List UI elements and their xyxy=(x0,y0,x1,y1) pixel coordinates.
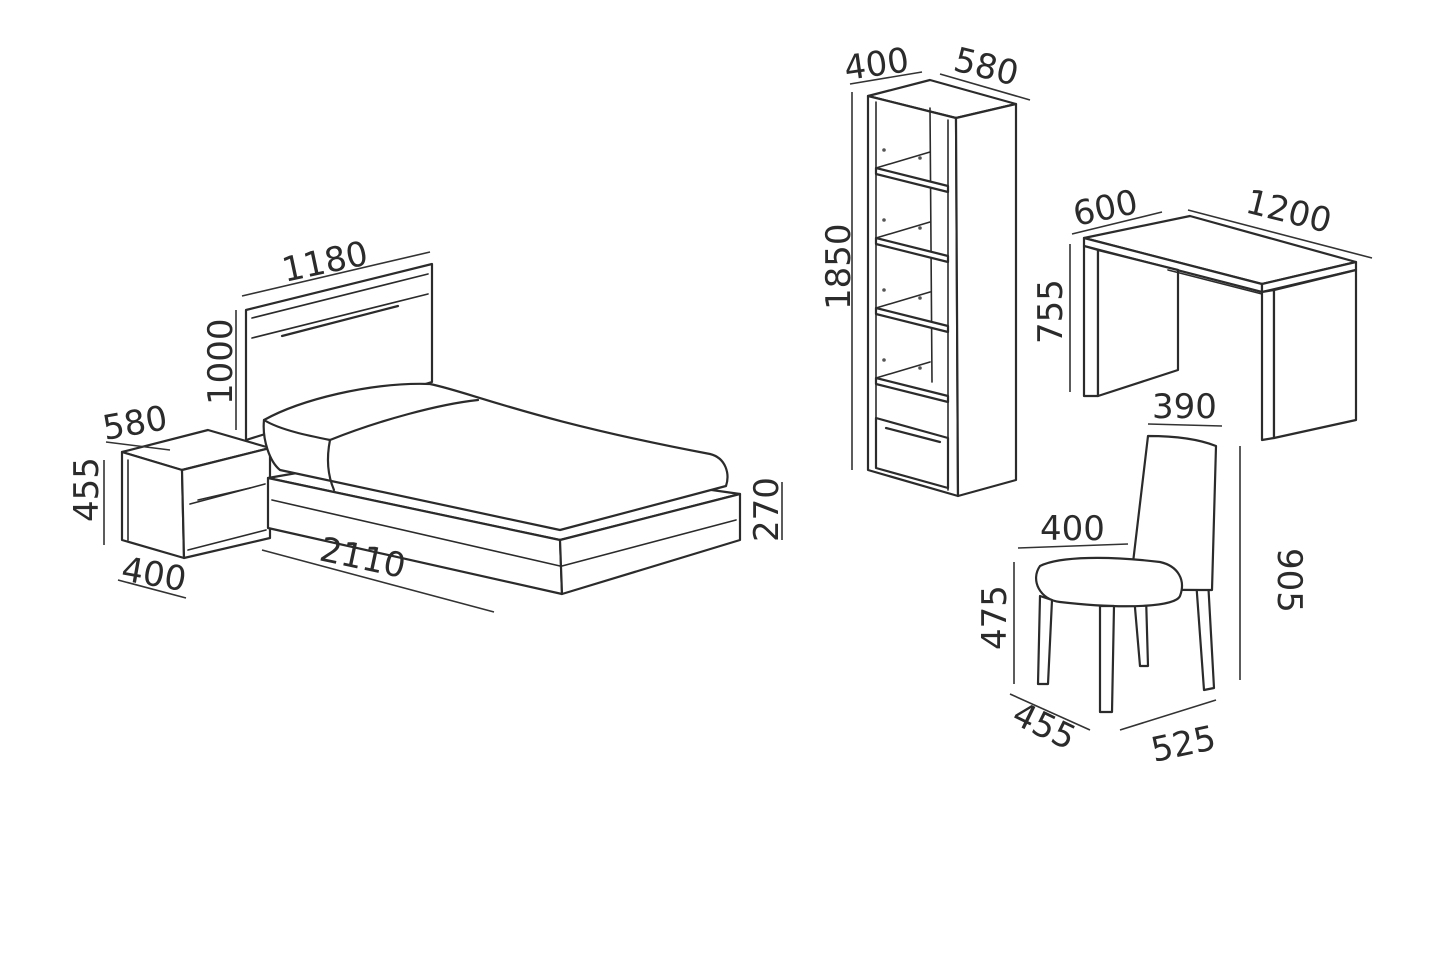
bed-blanket-edge xyxy=(328,398,480,442)
nightstand-depth-line xyxy=(117,579,187,599)
chair-total-height-label: 905 xyxy=(1269,548,1309,613)
bookcase-drawer xyxy=(874,416,950,490)
bed: 1180 1000 2110 270 xyxy=(201,234,787,613)
chair-width-label: 525 xyxy=(1148,718,1220,771)
chair-seat xyxy=(1034,556,1184,608)
desk-left-panel xyxy=(1096,248,1180,398)
bed-frame-front xyxy=(558,492,742,596)
chair-back-width-label: 390 xyxy=(1152,387,1217,427)
bookcase-depth-line xyxy=(939,73,1031,101)
nightstand-front xyxy=(180,446,272,560)
desk: 600 1200 755 xyxy=(1031,182,1373,442)
bookcase-width-line xyxy=(849,71,923,85)
bookcase-height-label: 1850 xyxy=(819,223,859,310)
nightstand-side xyxy=(120,450,186,560)
chair-width-line xyxy=(1119,699,1217,731)
chair-seat-width-line xyxy=(1017,543,1129,549)
chair-back-width-line xyxy=(1147,423,1223,427)
bed-width-line xyxy=(241,251,431,297)
desk-width-label: 1200 xyxy=(1242,182,1336,242)
bed-base-height-label: 270 xyxy=(747,477,787,542)
desk-height-label: 755 xyxy=(1031,279,1071,344)
bed-headboard-groove xyxy=(280,304,400,338)
nightstand-height-label: 455 xyxy=(67,457,107,522)
chair-front-leg-right xyxy=(1098,604,1116,714)
desk-right-panel xyxy=(1272,268,1358,440)
bookcase-side xyxy=(954,102,1018,498)
desk-width-line xyxy=(1187,209,1373,259)
desk-left-leg xyxy=(1082,244,1100,398)
chair-front-leg-left xyxy=(1036,594,1054,686)
chair-seat-width-label: 400 xyxy=(1040,509,1105,549)
bookcase-width-label: 400 xyxy=(842,40,912,89)
bed-mattress xyxy=(262,382,729,532)
bed-length-line xyxy=(261,549,495,613)
desk-depth-label: 600 xyxy=(1070,182,1142,235)
bookcase-depth-label: 580 xyxy=(950,40,1023,95)
chair: 390 400 475 905 455 525 xyxy=(975,387,1309,771)
chair-depth-label: 455 xyxy=(1006,694,1082,758)
bed-headboard-height-label: 1000 xyxy=(201,318,241,405)
desk-right-leg-front xyxy=(1260,288,1276,442)
desk-depth-line xyxy=(1071,211,1163,235)
nightstand: 580 455 400 xyxy=(67,398,272,600)
chair-seat-height-label: 475 xyxy=(975,585,1015,650)
bookcase: 400 580 1850 xyxy=(819,40,1031,498)
nightstand-width-line xyxy=(105,441,171,451)
chair-depth-line xyxy=(1009,693,1091,731)
